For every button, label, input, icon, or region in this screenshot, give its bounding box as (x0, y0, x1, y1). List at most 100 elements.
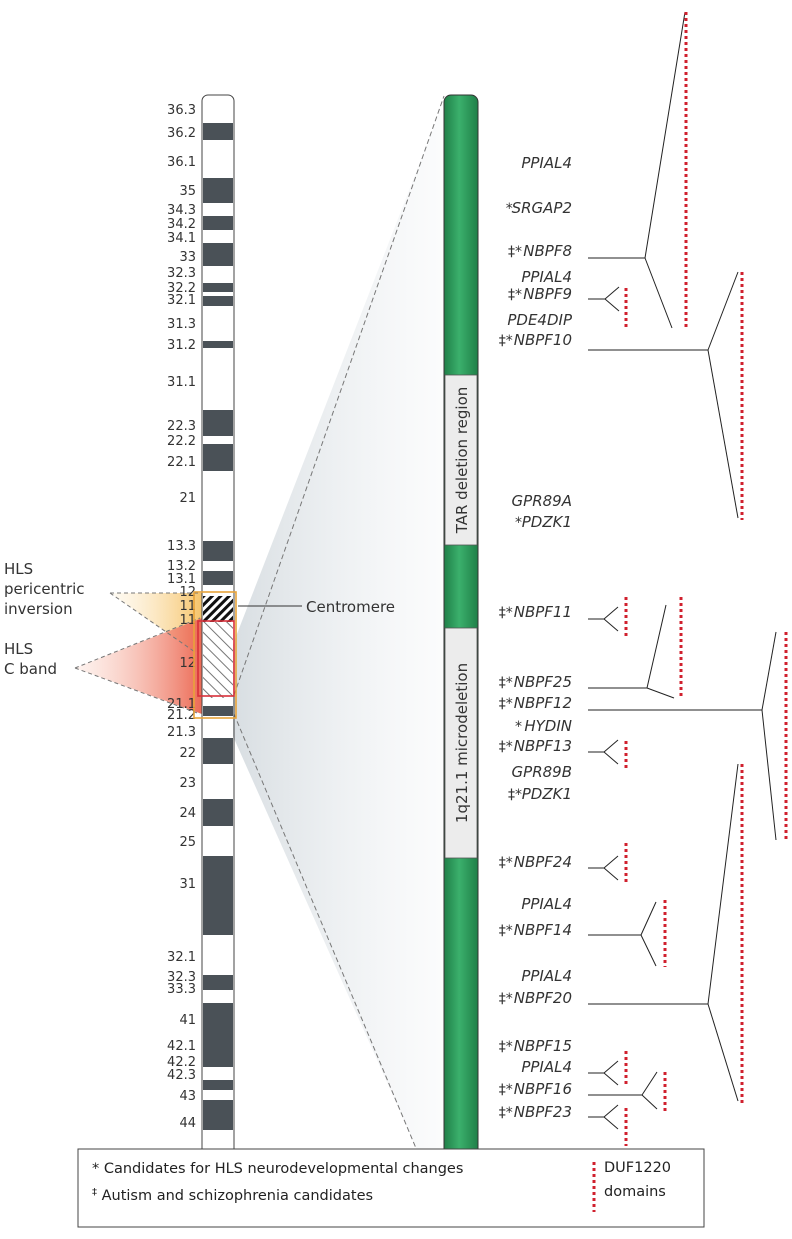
tree-branch (761, 631, 777, 711)
tree-branch (604, 298, 620, 312)
gene-label: GPR89A (512, 492, 572, 510)
tree-branch (707, 349, 739, 519)
band-label: 22.3 (167, 419, 196, 434)
gene-label: PDZK1 (522, 785, 572, 803)
band-31-1 (203, 341, 233, 348)
band-32-1 (203, 935, 233, 975)
band-32-3 (203, 975, 233, 990)
gene-label: HYDIN (524, 717, 572, 735)
duf1220-legend-line-2: domains (604, 1184, 666, 1200)
band-label: 21 (179, 491, 196, 506)
gene-label: NBPF10 (514, 331, 572, 349)
hls-cband-label: HLS C band (4, 640, 57, 678)
gene-marker: ‡* (499, 605, 513, 621)
band-21-2 (203, 706, 233, 716)
zoom-cone (216, 95, 446, 1215)
centromere-label: Centromere (306, 598, 395, 616)
inversion-pointer-bottom (109, 592, 196, 653)
band-34-1 (203, 230, 233, 243)
band-22-1 (203, 436, 233, 444)
band-label: 24 (179, 806, 196, 821)
gene-label: NBPF11 (514, 603, 572, 621)
band-32-2 (203, 283, 233, 292)
tar-region-label: TAR deletion region (453, 387, 471, 535)
band-label: 35 (179, 184, 196, 199)
chromosome-bands (203, 95, 233, 1215)
gene-list: PPIAL4SRGAP2*NBPF8‡*PPIAL4NBPF9‡*PDE4DIP… (499, 154, 573, 1121)
band-label: 13.1 (167, 572, 196, 587)
zoom-line-top (233, 95, 445, 696)
tree-branch (640, 934, 657, 967)
band-label: 13.3 (167, 539, 196, 554)
band-34-2 (203, 216, 233, 230)
tree-branch (641, 1094, 658, 1110)
gene-label: PPIAL4 (521, 895, 572, 913)
band-label: 31.1 (167, 375, 196, 390)
legend-line-1: * Candidates for HLS neurodevelopmental … (92, 1161, 463, 1177)
tree-branch (644, 11, 686, 259)
band-13-2 (203, 541, 233, 561)
cband-box (197, 620, 235, 697)
band-23 (203, 764, 233, 799)
band-label: 12 (179, 656, 196, 671)
tree-branch (603, 618, 619, 632)
gene-marker: ‡* (499, 1039, 513, 1055)
band-label: 22 (179, 746, 196, 761)
band-label: 32.1 (167, 950, 196, 965)
microdeletion-region-label: 1q21.1 microdeletion (453, 663, 471, 823)
band-21-1 (203, 698, 233, 706)
band-35 (203, 178, 233, 203)
gene-label: PPIAL4 (521, 268, 572, 286)
gene-label: SRGAP2 (512, 199, 572, 217)
band-36-2 (203, 123, 233, 140)
band-12 (203, 571, 233, 585)
gene-label: NBPF20 (514, 989, 572, 1007)
gene-label: PPIAL4 (521, 1058, 572, 1076)
band-33 (203, 243, 233, 266)
gene-label: NBPF14 (514, 921, 572, 939)
legend-line-2: ‡ Autism and schizophrenia candidates (92, 1187, 373, 1204)
tree-branch (707, 271, 739, 351)
band-13-1 (203, 561, 233, 571)
gene-label: NBPF12 (514, 694, 572, 712)
tree-branch (707, 763, 739, 1005)
band-label: 44 (179, 1116, 196, 1131)
gene-marker: * (515, 515, 522, 531)
cband-pointer-top (74, 617, 201, 669)
band-label: 21.3 (167, 725, 196, 740)
duf1220-trees (588, 11, 788, 1146)
band-label: 12 (179, 585, 196, 600)
gene-marker: ‡* (499, 696, 513, 712)
band-label: 22.1 (167, 455, 196, 470)
band-11 (203, 609, 233, 622)
band-21-3 (203, 716, 233, 738)
band-gap (203, 585, 233, 596)
band-42-1 (203, 1067, 233, 1080)
tree-branch (641, 1071, 658, 1096)
band-label: 41 (179, 1013, 196, 1028)
tree-branch (603, 867, 619, 881)
band-33-3 (203, 990, 233, 1003)
gene-marker: * (506, 201, 513, 217)
gene-label: NBPF8 (523, 242, 572, 260)
microdeletion-region (444, 627, 478, 859)
band-label: 21.2 (167, 708, 196, 723)
hls-region-box (193, 591, 237, 719)
band-32-3 (203, 266, 233, 283)
gene-marker: ‡* (499, 855, 513, 871)
tree-branch (603, 1072, 619, 1086)
band-label: 42.2 (167, 1055, 196, 1070)
gene-label: NBPF9 (523, 285, 572, 303)
gene-marker: ‡* (499, 1105, 513, 1121)
band-label: 32.3 (167, 970, 196, 985)
gene-marker: ‡* (499, 739, 513, 755)
band-24 (203, 799, 233, 826)
band-21 (203, 444, 233, 471)
legend-box (77, 1148, 705, 1228)
band-label: 36.1 (167, 155, 196, 170)
gene-label: PDE4DIP (507, 311, 573, 329)
tree-branch (603, 855, 619, 869)
duf1220-legend-line-1: DUF1220 (604, 1160, 671, 1176)
gene-label: NBPF15 (514, 1037, 572, 1055)
